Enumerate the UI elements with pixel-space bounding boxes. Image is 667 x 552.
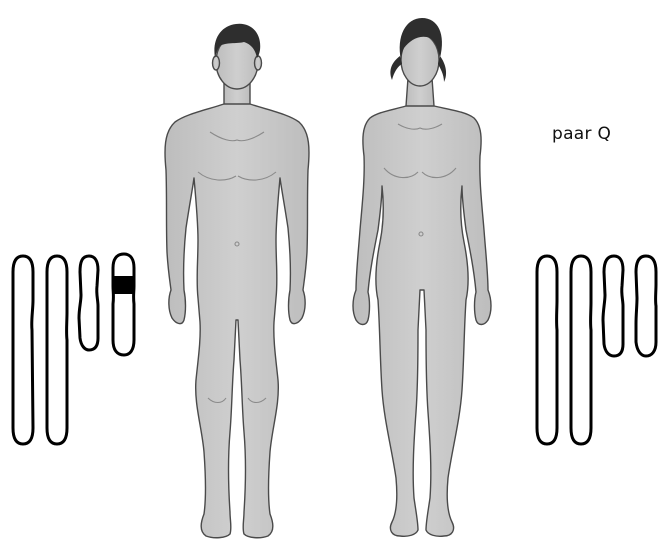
chromosome-4 [636, 256, 656, 356]
male-figure [165, 24, 309, 538]
male-body-icon [165, 35, 309, 538]
left-chromosome-set [13, 254, 134, 444]
chromosome-2 [47, 256, 67, 444]
female-figure [353, 18, 491, 536]
chromosome-4 [113, 254, 134, 355]
chromosome-1 [537, 256, 557, 444]
chromosome-4-marker [113, 276, 134, 294]
chromosome-2 [571, 256, 591, 444]
female-body-icon [353, 34, 491, 536]
chromosome-3 [603, 256, 623, 356]
chromosome-1 [13, 256, 33, 444]
right-chromosome-set [537, 256, 656, 444]
pair-label: paar Q [552, 124, 611, 144]
chromosome-3 [79, 256, 98, 350]
